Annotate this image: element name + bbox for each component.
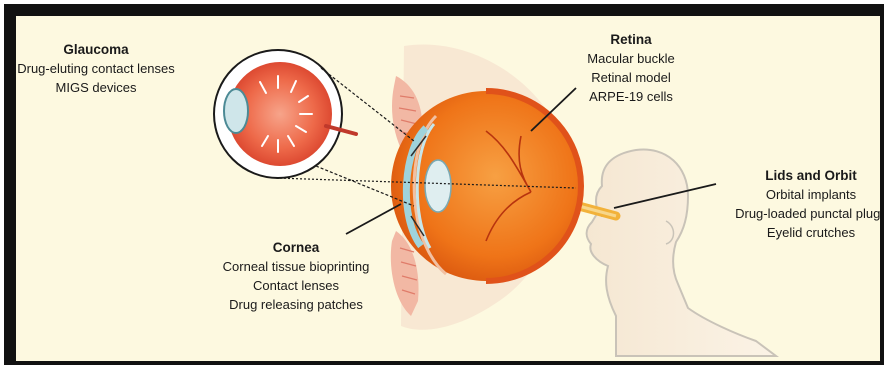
lids-orbit-item-3: Eyelid crutches (716, 223, 880, 242)
lens (425, 160, 451, 212)
cornea-item-2: Contact lenses (196, 276, 396, 295)
cornea-item-1: Corneal tissue bioprinting (196, 257, 396, 276)
glaucoma-item-2: MIGS devices (16, 78, 176, 97)
glaucoma-item-1: Drug-eluting contact lenses (16, 59, 176, 78)
eyeball (391, 91, 581, 281)
diagram-panel: Glaucoma Drug-eluting contact lenses MIG… (16, 16, 880, 361)
lids-orbit-label: Lids and Orbit Orbital implants Drug-loa… (716, 166, 880, 242)
glaucoma-title: Glaucoma (16, 40, 176, 59)
retina-item-2: Retinal model (556, 68, 706, 87)
retina-title: Retina (556, 30, 706, 49)
cornea-item-3: Drug releasing patches (196, 295, 396, 314)
cornea-label: Cornea Corneal tissue bioprinting Contac… (196, 238, 396, 314)
lids-orbit-title: Lids and Orbit (716, 166, 880, 185)
retina-label: Retina Macular buckle Retinal model ARPE… (556, 30, 706, 106)
figure-frame: Glaucoma Drug-eluting contact lenses MIG… (4, 4, 884, 365)
lids-orbit-item-2: Drug-loaded punctal plugs (716, 204, 880, 223)
glaucoma-label: Glaucoma Drug-eluting contact lenses MIG… (16, 40, 176, 97)
glaucoma-inset (214, 50, 356, 178)
lids-orbit-item-1: Orbital implants (716, 185, 880, 204)
retina-item-3: ARPE-19 cells (556, 87, 706, 106)
retina-item-1: Macular buckle (556, 49, 706, 68)
cornea-title: Cornea (196, 238, 396, 257)
